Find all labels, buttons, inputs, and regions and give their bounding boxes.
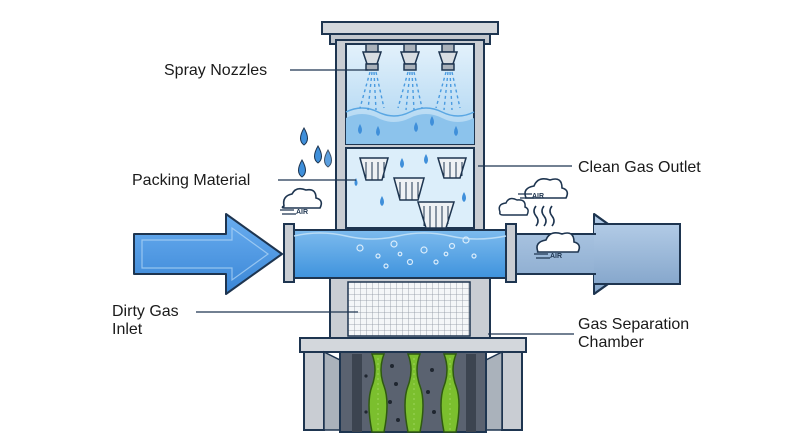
spray-nozzle-3 xyxy=(437,43,459,71)
label-clean-gas-outlet: Clean Gas Outlet xyxy=(578,159,701,176)
air-tag-text: AIR xyxy=(550,253,562,260)
filter-media xyxy=(352,353,476,433)
separation-body xyxy=(329,277,491,341)
label-packing-material: Packing Material xyxy=(132,172,251,189)
label-dirty-gas-inlet-line1: Dirty Gas xyxy=(112,303,179,320)
outlet-duct xyxy=(516,213,681,295)
spray-nozzle-1 xyxy=(361,43,383,71)
label-dirty-gas-inlet-line2: Inlet xyxy=(112,321,143,338)
air-cloud-icon-right-bottom: AIR xyxy=(534,232,581,260)
air-cloud-icon-left: AIR xyxy=(280,187,323,216)
label-gas-separation-line2: Chamber xyxy=(578,334,644,351)
air-tag-text: AIR xyxy=(296,209,308,216)
label-gas-separation-line1: Gas Separation xyxy=(578,316,690,333)
water-pool xyxy=(293,229,507,279)
air-tag-text: AIR xyxy=(532,193,544,200)
spray-streaks xyxy=(359,71,461,111)
water-droplet-icon xyxy=(358,116,458,136)
label-spray-nozzles: Spray Nozzles xyxy=(164,62,268,79)
water-droplet-icon xyxy=(298,127,332,178)
packing-media xyxy=(359,157,468,229)
air-cloud-icon-right-top: AIR xyxy=(498,178,569,227)
inlet-arrow-icon xyxy=(133,213,283,295)
callout-lines xyxy=(196,69,574,335)
bubbles xyxy=(356,236,477,269)
spray-nozzle-2 xyxy=(399,43,421,71)
